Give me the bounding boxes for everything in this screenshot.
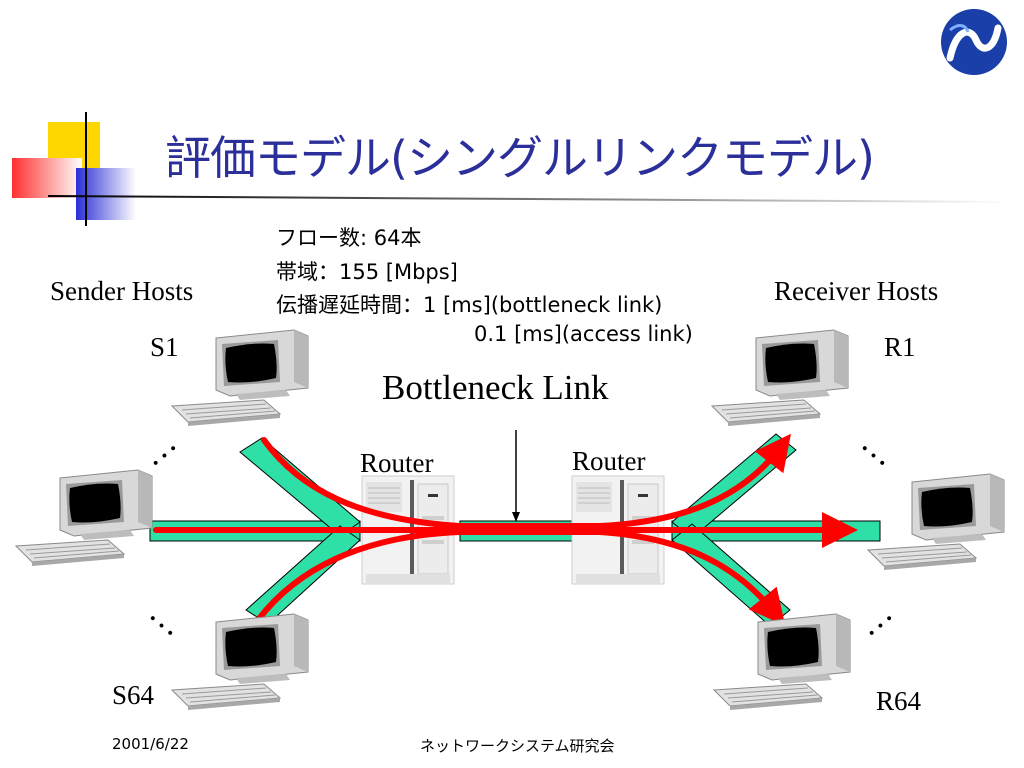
bottleneck-link-label: Bottleneck Link	[382, 368, 609, 407]
flow-arrow-s1-r1	[261, 433, 791, 529]
logo-icon	[941, 9, 1007, 75]
router-left-label: Router	[360, 448, 434, 478]
host-sender-middle-computer-icon	[15, 469, 153, 567]
host-r1-computer-icon	[711, 329, 849, 427]
sender-hosts-label: Sender Hosts	[50, 276, 194, 306]
title-decoration	[12, 112, 1011, 226]
host-label-s1: S1	[150, 332, 179, 362]
flow-arrows	[153, 433, 858, 626]
host-label-s64: S64	[112, 680, 155, 710]
flow-arrow-s64-r64	[255, 529, 786, 626]
host-receiver-middle-computer-icon	[867, 473, 1005, 571]
host-s1-computer-icon	[171, 329, 309, 427]
footer-date: 2001/6/22	[112, 735, 189, 753]
host-label-r1: R1	[884, 332, 916, 362]
access-link-left-upper	[239, 437, 361, 537]
footer-organization: ネットワークシステム研究会	[420, 737, 615, 755]
host-label-r64: R64	[876, 686, 922, 716]
spec-delay-access: 0.1 [ms](access link)	[474, 322, 693, 346]
receiver-hosts-label: Receiver Hosts	[774, 276, 939, 306]
host-r64-computer-icon	[713, 613, 851, 711]
spec-bandwidth: 帯域：155 [Mbps]	[276, 260, 458, 284]
host-s64-computer-icon	[171, 613, 309, 711]
spec-delay-bottleneck: 伝播遅延時間：1 [ms](bottleneck link)	[276, 293, 663, 317]
spec-flows: フロー数: 64本	[276, 226, 422, 250]
router-right-label: Router	[572, 446, 646, 476]
bottleneck-pointer	[512, 430, 520, 522]
slide-title: 評価モデル(シングルリンクモデル)	[165, 131, 875, 185]
